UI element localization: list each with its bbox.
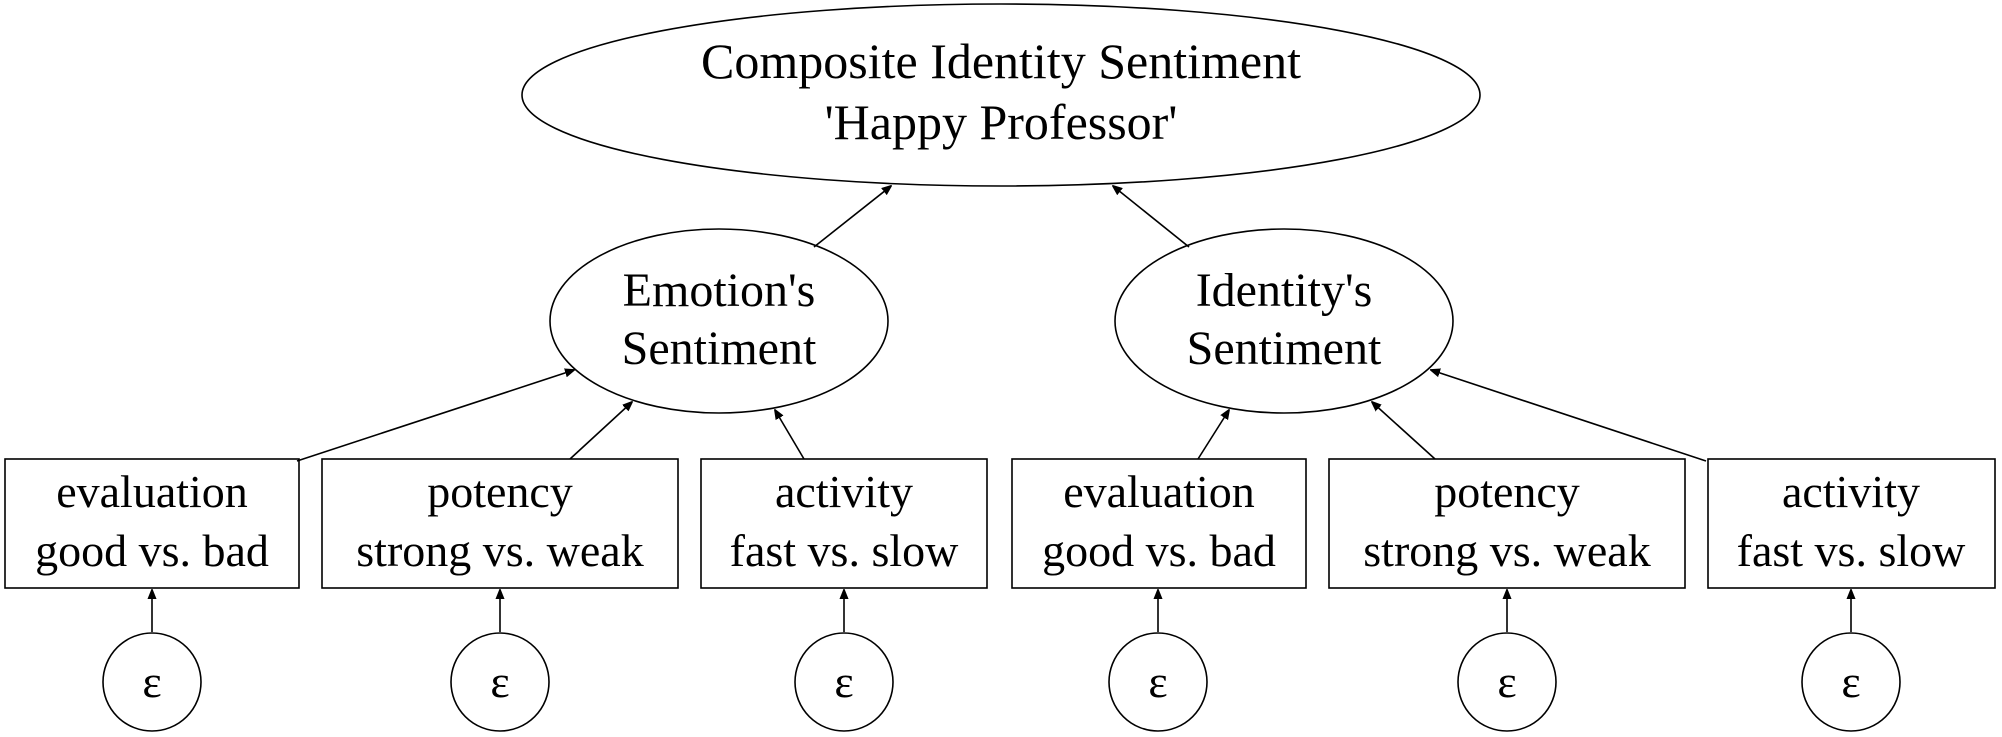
error-3-symbol: ε xyxy=(834,656,853,707)
error-5-symbol: ε xyxy=(1497,656,1516,707)
edge-evaluation-to-identity xyxy=(1197,410,1229,460)
indicator-box-5: potency strong vs. weak xyxy=(1328,458,1686,589)
indicator-box-3: activity fast vs. slow xyxy=(700,458,988,589)
edge-emotion-to-composite xyxy=(813,186,891,248)
edge-potency-to-identity xyxy=(1372,402,1436,460)
indicator-4-line2: good vs. bad xyxy=(1042,525,1276,576)
indicator-3-line2: fast vs. slow xyxy=(730,525,960,576)
emotion-sentiment-node: Emotion's Sentiment xyxy=(549,228,889,414)
indicator-2-line1: potency xyxy=(427,466,573,517)
error-node-3: ε xyxy=(794,632,894,732)
indicator-box-1: evaluation good vs. bad xyxy=(4,458,300,589)
error-4-symbol: ε xyxy=(1148,656,1167,707)
indicator-6-line1: activity xyxy=(1782,466,1920,517)
indicator-1-line2: good vs. bad xyxy=(35,525,269,576)
indicator-6-line2: fast vs. slow xyxy=(1737,525,1967,576)
emotion-line2: Sentiment xyxy=(622,322,817,375)
indicator-5-line2: strong vs. weak xyxy=(1363,525,1650,576)
composite-line2: 'Happy Professor' xyxy=(825,94,1178,150)
identity-sentiment-node: Identity's Sentiment xyxy=(1114,228,1454,414)
indicator-box-4: evaluation good vs. bad xyxy=(1011,458,1307,589)
edge-identity-to-composite xyxy=(1113,186,1190,248)
indicator-5-line1: potency xyxy=(1434,466,1580,517)
edges xyxy=(152,186,1851,632)
composite-line1: Composite Identity Sentiment xyxy=(701,33,1301,89)
error-2-symbol: ε xyxy=(490,656,509,707)
indicator-1-line1: evaluation xyxy=(56,466,248,517)
edge-evaluation-to-emotion xyxy=(296,370,574,462)
error-node-4: ε xyxy=(1108,632,1208,732)
edge-activity-to-emotion xyxy=(775,410,805,460)
indicator-2-line2: strong vs. weak xyxy=(356,525,643,576)
composite-node: Composite Identity Sentiment 'Happy Prof… xyxy=(521,3,1481,187)
emotion-line1: Emotion's xyxy=(623,264,816,317)
error-node-2: ε xyxy=(450,632,550,732)
indicator-4-line1: evaluation xyxy=(1063,466,1255,517)
identity-line2: Sentiment xyxy=(1187,322,1382,375)
edge-activity-to-identity xyxy=(1431,370,1707,462)
error-6-symbol: ε xyxy=(1841,656,1860,707)
error-node-5: ε xyxy=(1457,632,1557,732)
indicator-box-2: potency strong vs. weak xyxy=(321,458,679,589)
identity-line1: Identity's xyxy=(1196,264,1373,317)
error-node-6: ε xyxy=(1801,632,1901,732)
indicator-3-line1: activity xyxy=(775,466,913,517)
error-1-symbol: ε xyxy=(142,656,161,707)
error-node-1: ε xyxy=(102,632,202,732)
indicator-box-6: activity fast vs. slow xyxy=(1707,458,1996,589)
edge-potency-to-emotion xyxy=(569,402,632,460)
